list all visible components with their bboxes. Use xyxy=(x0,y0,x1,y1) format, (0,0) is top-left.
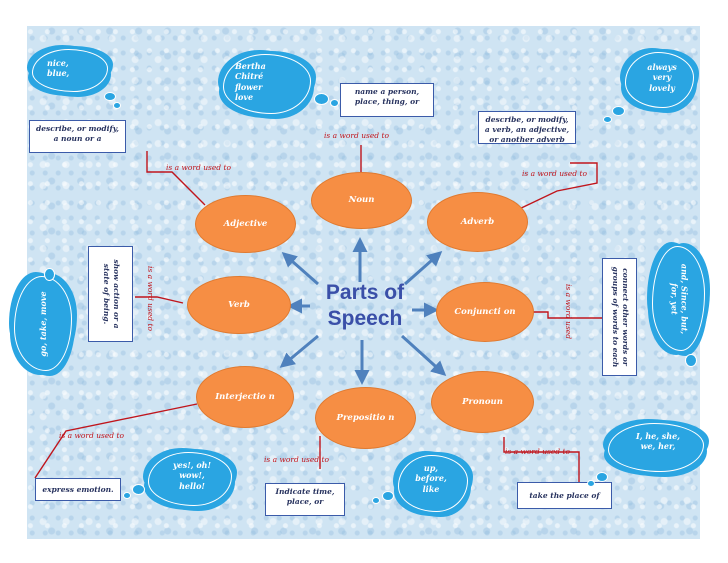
node-interjection-label: Interjectio n xyxy=(215,391,275,402)
node-conjunction-label: Conjuncti on xyxy=(454,306,516,317)
example-cloud-adverb: always very lovely xyxy=(625,52,694,108)
center-title-line-2: Speech xyxy=(327,307,403,331)
definition-conjunction-text: connect other words or groups of words t… xyxy=(610,266,630,368)
phrase-adverb: is a word used to xyxy=(522,169,588,178)
example-cloud-adjective: nice, blue, xyxy=(32,49,108,92)
connector-conjunction xyxy=(531,311,603,319)
definition-preposition: Indicate time, place, or xyxy=(265,483,345,516)
thought-bubble xyxy=(382,491,394,501)
definition-interjection: express emotion. xyxy=(35,478,121,501)
node-adverb[interactable]: Adverb xyxy=(427,192,528,252)
phrase-interjection: is a word used to xyxy=(59,431,125,440)
connector-adverb xyxy=(514,162,598,212)
node-pronoun-label: Pronoun xyxy=(462,396,503,407)
definition-adjective: describe, or modify, a noun or a xyxy=(29,120,126,153)
example-noun-text: Bertha Chitré flower love xyxy=(235,61,266,103)
connector-verb xyxy=(135,296,184,304)
phrase-preposition: is a word used to xyxy=(264,455,330,464)
definition-verb: show action or a state of being. xyxy=(88,246,133,342)
node-preposition-label: Prepositio n xyxy=(336,412,395,423)
arrow-to-interjection xyxy=(279,334,319,368)
definition-adverb: describe, or modify, a verb, an adjectiv… xyxy=(478,111,576,144)
phrase-conjunction: is a word used xyxy=(564,283,574,340)
node-preposition[interactable]: Prepositio n xyxy=(315,387,416,449)
thought-bubble xyxy=(612,106,625,116)
thought-bubble xyxy=(104,92,116,101)
example-pronoun-text: I, he, she, we, her, xyxy=(636,431,680,452)
thought-bubble xyxy=(113,102,121,109)
node-noun-label: Noun xyxy=(348,195,375,206)
thought-bubble xyxy=(603,116,612,123)
node-adjective[interactable]: Adjective xyxy=(195,195,296,253)
definition-verb-text: show action or a state of being. xyxy=(101,259,121,329)
definition-pronoun: take the place of xyxy=(517,482,612,509)
thought-bubble xyxy=(685,354,697,367)
thought-bubble xyxy=(44,268,55,281)
example-cloud-conjunction: and, Since, but, for, yet xyxy=(652,246,705,351)
thought-bubble xyxy=(330,99,339,107)
center-title-line-1: Parts of xyxy=(325,281,405,304)
thought-bubble xyxy=(123,492,131,499)
node-noun[interactable]: Noun xyxy=(311,172,412,229)
node-adjective-label: Adjective xyxy=(223,218,268,229)
definition-noun: name a person, place, thing, or xyxy=(340,83,434,117)
thought-bubble xyxy=(587,480,595,487)
thought-bubble xyxy=(372,497,380,504)
arrow-to-pronoun xyxy=(400,334,447,377)
example-conjunction-text: and, Since, but, for, yet xyxy=(668,263,689,334)
example-adverb-text: always very lovely xyxy=(647,62,677,93)
example-preposition-text: up, before, like xyxy=(415,463,447,494)
phrase-adjective: is a word used to xyxy=(166,163,232,172)
definition-conjunction: connect other words or groups of words t… xyxy=(602,258,637,376)
example-verb-text: go, take, move xyxy=(37,290,48,357)
example-cloud-preposition: up, before, like xyxy=(398,455,468,512)
example-cloud-verb: go, take, move xyxy=(14,276,72,371)
example-adjective-text: nice, blue, xyxy=(47,58,70,79)
connector-adjective xyxy=(146,151,206,206)
node-adverb-label: Adverb xyxy=(460,216,495,227)
arrow-to-adverb xyxy=(404,251,443,286)
phrase-verb: is a word used to xyxy=(146,265,156,332)
thought-bubble xyxy=(596,472,608,482)
arrow-to-adjective xyxy=(281,252,319,286)
node-interjection[interactable]: Interjectio n xyxy=(196,366,294,428)
example-cloud-noun: Bertha Chitré flower love xyxy=(223,54,311,114)
example-interjection-text: yes!, oh! wow!, hello! xyxy=(173,460,211,491)
connector-interjection xyxy=(34,403,198,479)
thought-bubble xyxy=(132,484,145,495)
center-title: Parts of Speech xyxy=(305,280,425,333)
phrase-noun: is a word used to xyxy=(324,131,390,140)
example-cloud-pronoun: I, he, she, we, her, xyxy=(608,423,704,472)
node-verb-label: Verb xyxy=(228,299,250,310)
node-verb[interactable]: Verb xyxy=(187,276,291,334)
node-pronoun[interactable]: Pronoun xyxy=(431,371,534,433)
connector-pronoun xyxy=(503,437,580,482)
thought-bubble xyxy=(314,93,329,105)
node-conjunction[interactable]: Conjuncti on xyxy=(436,282,534,342)
phrase-pronoun: is a word used to xyxy=(505,447,571,456)
example-cloud-interjection: yes!, oh! wow!, hello! xyxy=(148,452,232,506)
